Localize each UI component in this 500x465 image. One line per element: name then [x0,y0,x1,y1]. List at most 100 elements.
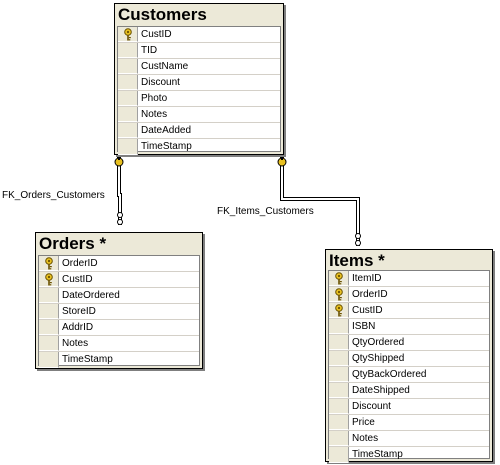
column-name: Discount [352,401,391,412]
column-name: TimeStamp [352,449,403,460]
row-selector[interactable] [329,287,349,302]
row-selector[interactable] [329,303,349,318]
column-row[interactable]: QtyOrdered [329,335,489,351]
column-row[interactable]: DateAdded [118,123,280,139]
column-row[interactable]: Notes [39,336,199,352]
row-selector[interactable] [39,272,59,287]
column-row[interactable]: Price [329,415,489,431]
fk-items-many-end-icon [355,233,361,246]
column-row[interactable]: Photo [118,91,280,107]
table-title[interactable]: Customers [118,5,207,24]
column-name: TimeStamp [62,354,113,365]
column-row[interactable]: OrderID [39,256,199,272]
row-selector[interactable] [39,256,59,271]
column-row[interactable]: Discount [329,399,489,415]
row-selector[interactable] [39,304,59,319]
key-icon [44,256,54,270]
column-row[interactable]: TID [118,43,280,59]
row-selector[interactable] [329,271,349,286]
row-selector[interactable] [39,320,59,335]
column-row[interactable]: QtyBackOrdered [329,367,489,383]
column-name: DateOrdered [62,290,120,301]
column-name: Price [352,417,375,428]
column-name: OrderID [62,258,98,269]
column-name: TimeStamp [141,141,192,152]
key-icon [123,27,133,41]
column-name: Notes [62,338,89,349]
column-row[interactable]: CustID [118,27,280,43]
fk-items-customers-line[interactable] [280,156,360,246]
row-selector[interactable] [39,352,59,368]
column-name: DateAdded [141,125,192,136]
row-selector[interactable] [118,139,138,155]
column-row[interactable]: StoreID [39,304,199,320]
column-row[interactable]: Notes [329,431,489,447]
row-selector[interactable] [118,123,138,138]
column-name: QtyBackOrdered [352,369,427,380]
column-row[interactable]: Notes [118,107,280,123]
fk-orders-many-end-icon [117,212,123,225]
table-title[interactable]: Orders * [39,234,107,253]
column-row[interactable]: QtyShipped [329,351,489,367]
row-selector[interactable] [329,367,349,382]
row-selector[interactable] [329,415,349,430]
row-selector[interactable] [329,431,349,446]
key-icon [44,272,54,286]
column-name: CustName [141,61,189,72]
column-name: CustID [62,274,93,285]
column-name: StoreID [62,306,96,317]
column-name: AddrID [62,322,94,333]
fk-items-one-end-icon [277,156,287,167]
key-icon [334,303,344,317]
row-selector[interactable] [118,107,138,122]
row-selector[interactable] [329,383,349,398]
fk-orders-one-end-icon [114,156,124,167]
column-name: QtyOrdered [352,337,405,348]
column-row[interactable]: CustID [329,303,489,319]
row-selector[interactable] [118,91,138,106]
key-icon [334,287,344,301]
row-selector[interactable] [329,351,349,366]
column-name: QtyShipped [352,353,405,364]
column-row[interactable]: DateShipped [329,383,489,399]
table-title[interactable]: Items * [329,251,385,270]
row-selector[interactable] [329,399,349,414]
row-selector[interactable] [39,288,59,303]
column-name: DateShipped [352,385,410,396]
row-selector[interactable] [329,319,349,334]
column-name: Photo [141,93,168,104]
row-selector[interactable] [329,447,349,463]
column-name: Notes [352,433,379,444]
column-row[interactable]: TimeStamp [39,352,199,368]
fk-orders-customers-line[interactable] [117,156,122,225]
row-selector[interactable] [118,75,138,90]
fk-orders-customers-label: FK_Orders_Customers [2,190,105,201]
column-row[interactable]: CustID [39,272,199,288]
row-selector[interactable] [118,27,138,42]
row-selector[interactable] [118,43,138,58]
fk-items-customers-label: FK_Items_Customers [217,206,314,217]
column-row[interactable]: Discount [118,75,280,91]
column-row[interactable]: TimeStamp [329,447,489,463]
column-name: ItemID [352,273,382,284]
column-row[interactable]: DateOrdered [39,288,199,304]
column-name: TID [141,45,158,56]
column-row[interactable]: AddrID [39,320,199,336]
row-selector[interactable] [329,335,349,350]
column-row[interactable]: ISBN [329,319,489,335]
row-selector[interactable] [39,336,59,351]
column-row[interactable]: TimeStamp [118,139,280,155]
column-row[interactable]: OrderID [329,287,489,303]
row-selector[interactable] [118,59,138,74]
column-name: Discount [141,77,180,88]
key-icon [334,271,344,285]
column-row[interactable]: ItemID [329,271,489,287]
column-row[interactable]: CustName [118,59,280,75]
